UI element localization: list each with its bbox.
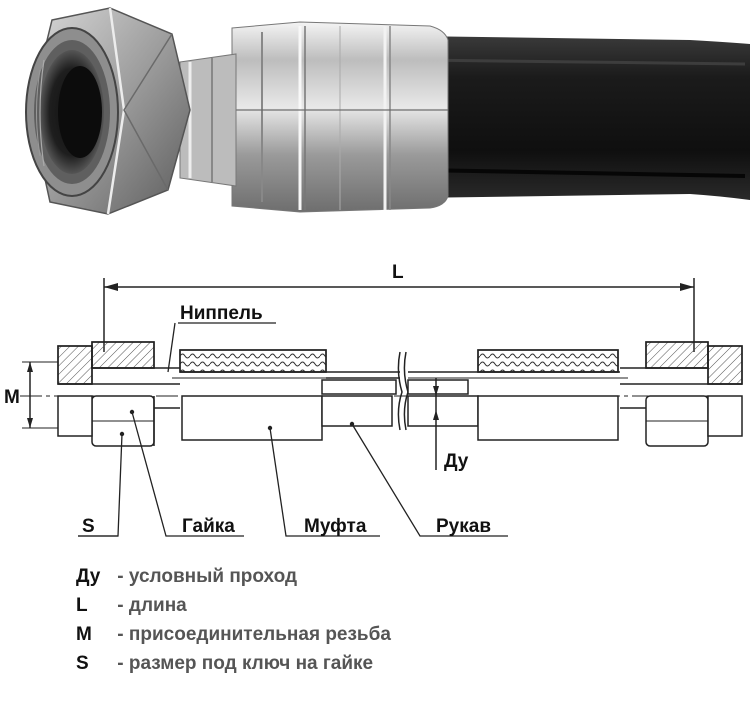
leader-mufta bbox=[269, 427, 300, 537]
leader-nippel bbox=[167, 322, 176, 373]
legend-row-l: L - длина bbox=[76, 591, 391, 620]
legend-key: S bbox=[76, 653, 89, 674]
legend-row-m: M - присоединительная резьба bbox=[76, 620, 391, 649]
legend-desc: - длина bbox=[117, 595, 187, 616]
legend: Ду - условный проход L - длина M - присо… bbox=[76, 562, 391, 678]
legend-row-s: S - размер под ключ на гайке bbox=[76, 649, 391, 678]
dimension-M bbox=[22, 361, 58, 429]
technical-drawing bbox=[20, 278, 743, 537]
callout-s: S bbox=[82, 516, 95, 537]
legend-desc: - размер под ключ на гайке bbox=[117, 653, 374, 674]
legend-desc: - присоединительная резьба bbox=[117, 624, 391, 645]
dimension-Du bbox=[433, 378, 439, 470]
hose-assembly-photo bbox=[25, 7, 750, 215]
leader-rukav bbox=[351, 423, 432, 537]
legend-key: L bbox=[76, 595, 88, 616]
callout-gaika: Гайка bbox=[182, 516, 235, 537]
left-ferrule-outline bbox=[181, 395, 323, 441]
legend-desc: - условный проход bbox=[117, 566, 298, 587]
label-Du: Ду bbox=[444, 451, 469, 472]
callout-rukav: Рукав bbox=[436, 516, 491, 537]
callout-nippel: Ниппель bbox=[180, 303, 263, 324]
label-L: L bbox=[392, 262, 404, 283]
label-M: M bbox=[4, 387, 20, 408]
callout-mufta: Муфта bbox=[304, 516, 367, 537]
legend-row-du: Ду - условный проход bbox=[76, 562, 391, 591]
nipple-neck bbox=[179, 53, 237, 187]
dimension-L bbox=[103, 278, 695, 352]
hose-body bbox=[410, 36, 750, 200]
leader-gaika bbox=[131, 411, 178, 537]
legend-key: M bbox=[76, 624, 92, 645]
legend-key: Ду bbox=[76, 566, 101, 587]
right-ferrule-outline bbox=[477, 395, 619, 441]
